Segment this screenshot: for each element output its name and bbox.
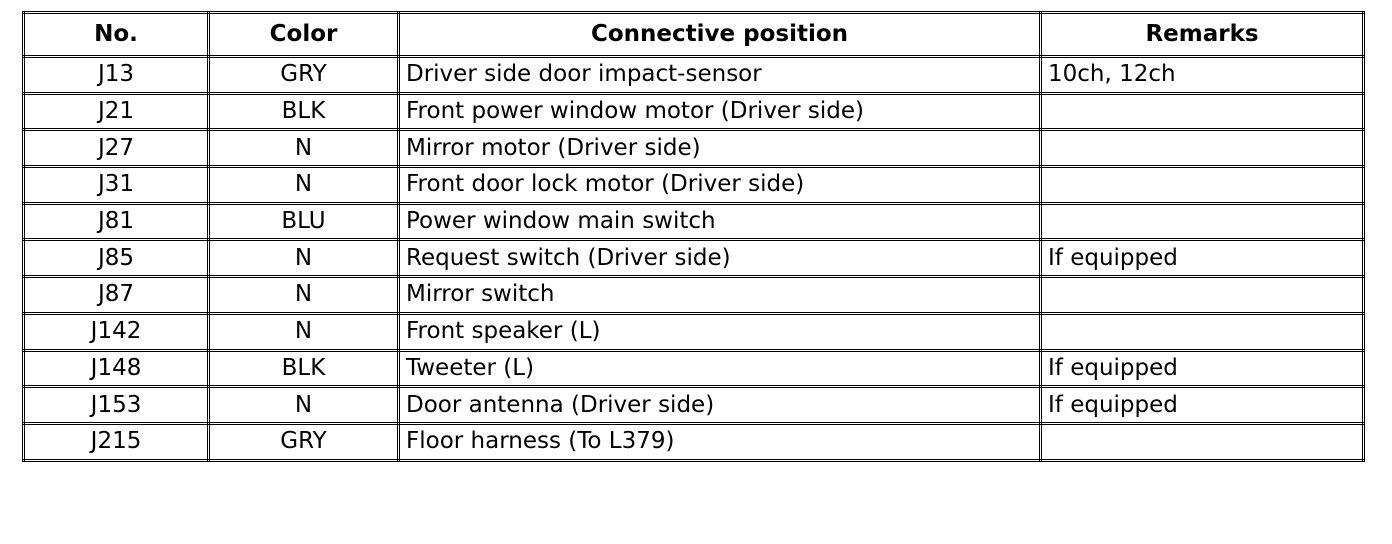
cell-no: J21 [22, 91, 210, 132]
table-row: J85 N Request switch (Driver side) If eq… [22, 238, 1365, 279]
cell-no: J148 [22, 348, 210, 389]
table-row: J148 BLK Tweeter (L) If equipped [22, 348, 1365, 389]
cell-no: J85 [22, 238, 210, 279]
cell-color: N [207, 385, 400, 425]
header-remarks: Remarks [1039, 11, 1365, 58]
cell-no: J81 [22, 201, 210, 242]
connector-table-container: No. Color Connective position Remarks J1… [22, 11, 1365, 462]
cell-color: BLU [207, 201, 400, 242]
cell-color: GRY [207, 421, 400, 462]
cell-remarks [1039, 201, 1365, 242]
cell-no: J215 [22, 421, 210, 462]
header-connective-position: Connective position [397, 11, 1042, 58]
cell-position: Front speaker (L) [397, 311, 1042, 352]
table-row: J27 N Mirror motor (Driver side) [22, 128, 1365, 169]
table-row: J21 BLK Front power window motor (Driver… [22, 91, 1365, 132]
cell-remarks: If equipped [1039, 348, 1365, 389]
cell-remarks [1039, 421, 1365, 462]
table-row: J142 N Front speaker (L) [22, 311, 1365, 352]
header-no: No. [22, 11, 210, 58]
cell-position: Door antenna (Driver side) [397, 385, 1042, 425]
cell-position: Front power window motor (Driver side) [397, 91, 1042, 132]
cell-position: Request switch (Driver side) [397, 238, 1042, 279]
cell-remarks [1039, 91, 1365, 132]
table-row: J81 BLU Power window main switch [22, 201, 1365, 242]
cell-no: J142 [22, 311, 210, 352]
cell-position: Power window main switch [397, 201, 1042, 242]
cell-position: Front door lock motor (Driver side) [397, 165, 1042, 205]
cell-remarks [1039, 128, 1365, 169]
cell-color: BLK [207, 348, 400, 389]
cell-remarks: If equipped [1039, 385, 1365, 425]
cell-no: J13 [22, 55, 210, 95]
cell-position: Tweeter (L) [397, 348, 1042, 389]
cell-color: GRY [207, 55, 400, 95]
cell-remarks [1039, 311, 1365, 352]
cell-remarks: 10ch, 12ch [1039, 55, 1365, 95]
cell-color: N [207, 311, 400, 352]
table-row: J87 N Mirror switch [22, 275, 1365, 315]
cell-position: Mirror motor (Driver side) [397, 128, 1042, 169]
cell-no: J153 [22, 385, 210, 425]
cell-position: Floor harness (To L379) [397, 421, 1042, 462]
cell-color: N [207, 275, 400, 315]
table-row: J13 GRY Driver side door impact-sensor 1… [22, 55, 1365, 95]
cell-color: N [207, 128, 400, 169]
cell-remarks: If equipped [1039, 238, 1365, 279]
cell-color: BLK [207, 91, 400, 132]
cell-no: J87 [22, 275, 210, 315]
cell-color: N [207, 238, 400, 279]
cell-color: N [207, 165, 400, 205]
cell-position: Driver side door impact-sensor [397, 55, 1042, 95]
cell-position: Mirror switch [397, 275, 1042, 315]
table-row: J31 N Front door lock motor (Driver side… [22, 165, 1365, 205]
cell-no: J27 [22, 128, 210, 169]
cell-no: J31 [22, 165, 210, 205]
table-row: J215 GRY Floor harness (To L379) [22, 421, 1365, 462]
connector-table: No. Color Connective position Remarks J1… [22, 11, 1365, 462]
cell-remarks [1039, 165, 1365, 205]
table-header-row: No. Color Connective position Remarks [22, 11, 1365, 58]
table-row: J153 N Door antenna (Driver side) If equ… [22, 385, 1365, 425]
header-color: Color [207, 11, 400, 58]
cell-remarks [1039, 275, 1365, 315]
